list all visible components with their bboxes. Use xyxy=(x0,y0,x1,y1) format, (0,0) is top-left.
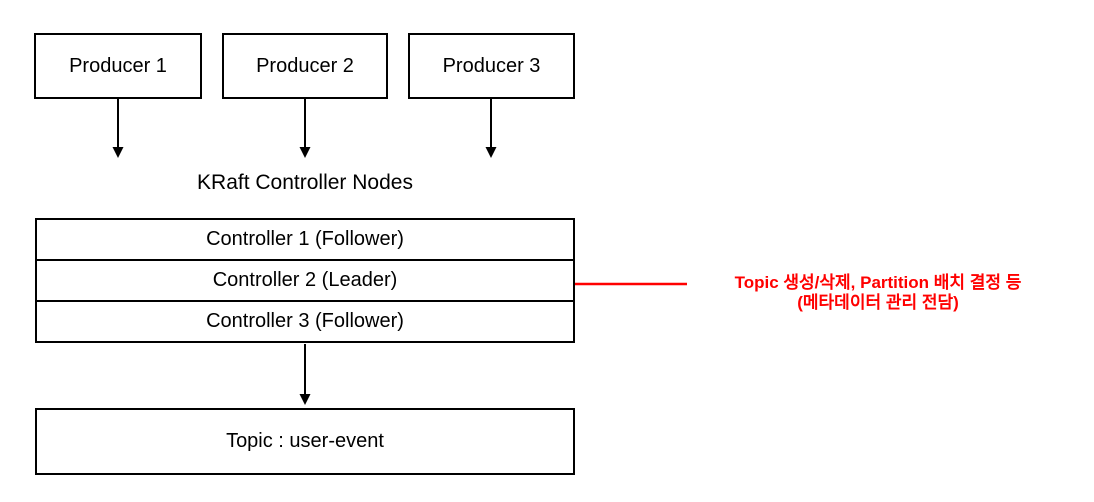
producer-1-label: Producer 1 xyxy=(69,54,167,77)
producer-2-arrow xyxy=(299,99,311,158)
controller-row-follower-1: Controller 1 (Follower) xyxy=(35,218,575,261)
topic-box: Topic : user-event xyxy=(35,408,575,475)
producer-2-label: Producer 2 xyxy=(256,54,354,77)
producer-3-arrowhead xyxy=(485,147,497,158)
producer-3-box: Producer 3 xyxy=(408,33,575,99)
leader-annotation-line1: Topic 생성/삭제, Partition 배치 결정 등 xyxy=(734,273,1022,292)
controller-stack: Controller 1 (Follower) Controller 2 (Le… xyxy=(35,218,575,343)
controller-row-follower-3: Controller 3 (Follower) xyxy=(35,300,575,343)
producer-1-arrow xyxy=(112,99,124,158)
producer-3-arrow xyxy=(485,99,497,158)
controller-row-leader: Controller 2 (Leader) xyxy=(35,259,575,302)
controller-3-label: Controller 3 (Follower) xyxy=(206,310,404,332)
controller-group-title: KRaft Controller Nodes xyxy=(197,171,413,194)
producer-2-arrowhead xyxy=(299,147,311,158)
controller-to-topic-arrowhead xyxy=(299,394,311,405)
controller-to-topic-arrow xyxy=(299,344,311,405)
controller-2-label: Controller 2 (Leader) xyxy=(212,269,398,291)
topic-label: Topic : user-event xyxy=(226,430,384,452)
controller-1-label: Controller 1 (Follower) xyxy=(206,228,404,250)
producer-1-arrowhead xyxy=(112,147,124,158)
producer-3-label: Producer 3 xyxy=(442,54,541,77)
producer-1-box: Producer 1 xyxy=(34,33,202,99)
leader-annotation-text: Topic 생성/삭제, Partition 배치 결정 등 (메타데이터 관리… xyxy=(688,273,1068,313)
leader-annotation-line2: (메타데이터 관리 전담) xyxy=(797,293,959,312)
producer-2-box: Producer 2 xyxy=(222,33,388,99)
